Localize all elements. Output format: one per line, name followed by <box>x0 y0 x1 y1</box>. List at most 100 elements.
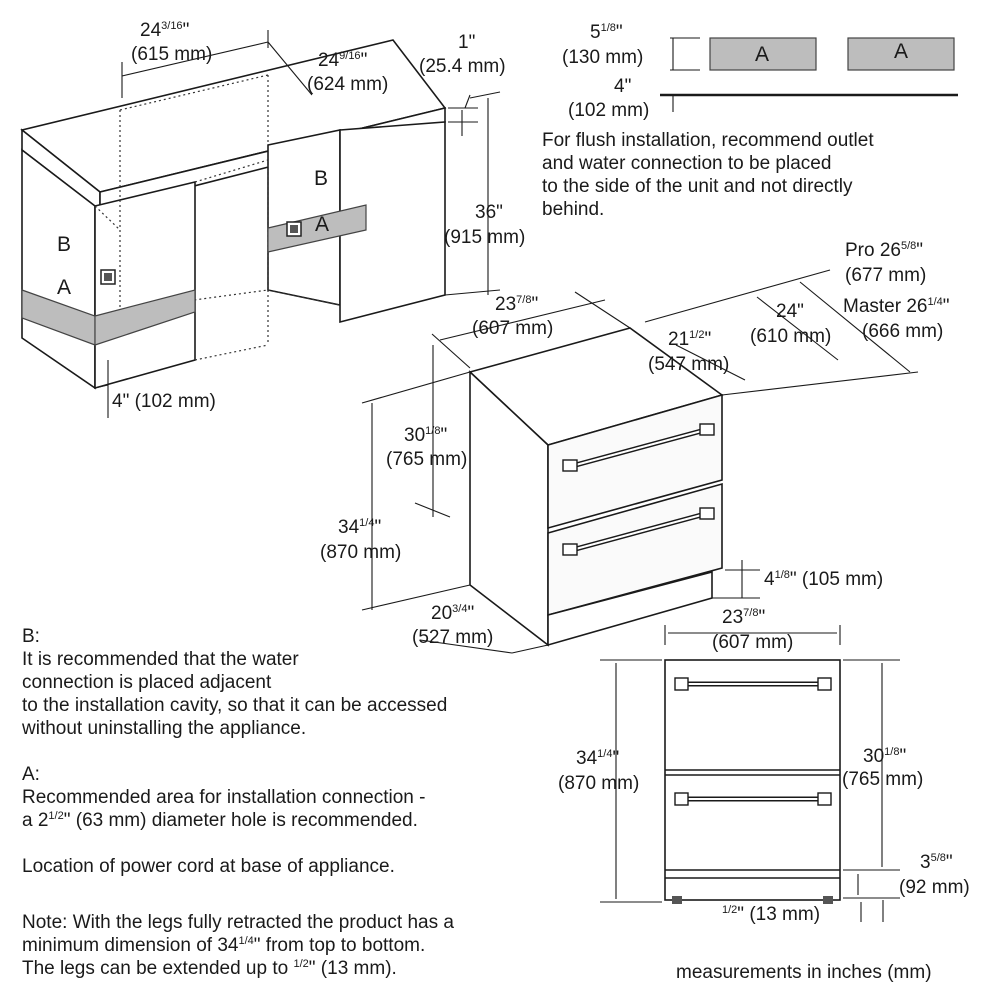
front-view-dimensions: 237/8" (607 mm) 341/4" (870 mm) 301/8" (… <box>558 607 970 925</box>
master-depth-mm: (666 mm) <box>862 321 943 342</box>
a-height-in: 5 <box>590 22 601 43</box>
note-a-line2-frac: 1/2 <box>48 810 63 822</box>
svg-text:The legs can be extended up to: The legs can be extended up to 1/2" (13 … <box>22 958 397 979</box>
label-a-right: A <box>315 213 329 236</box>
svg-text:Pro 265/8": Pro 265/8" <box>845 240 923 261</box>
iso-side-mm: (527 mm) <box>412 627 493 648</box>
notes: B: It is recommended that the water conn… <box>21 626 932 983</box>
cavity-height-mm: (915 mm) <box>444 227 525 248</box>
a-height-mm: (130 mm) <box>562 47 643 68</box>
flush-note-line: behind. <box>542 199 604 220</box>
svg-text:237/8": 237/8" <box>495 294 538 315</box>
label-a-left: A <box>57 276 71 299</box>
svg-text:Master 261/4": Master 261/4" <box>843 296 950 317</box>
note-legs-line2-pre: minimum dimension of 34 <box>22 935 239 956</box>
area-a-box-label: A <box>755 43 769 66</box>
iso-depth1-in: 21 <box>668 329 689 350</box>
pro-depth-label: Pro 26 <box>845 240 901 261</box>
iso-side-in: 20 <box>431 603 452 624</box>
iso-depth2-in: 24" <box>776 301 804 322</box>
svg-text:341/4": 341/4" <box>338 517 381 538</box>
area-a-box-label: A <box>894 40 908 63</box>
area-a-box <box>709 37 817 71</box>
appliance-isometric-drawing <box>361 269 919 654</box>
pro-depth-mm: (677 mm) <box>845 265 926 286</box>
front-upper-in: 30 <box>863 746 884 767</box>
cavity-width-frac: 3/16 <box>161 20 182 32</box>
cavity-dimensions: 243/16" (615 mm) 249/16" (624 mm) 1" (25… <box>112 20 525 412</box>
svg-text:301/8": 301/8" <box>863 746 906 767</box>
iso-depth1-frac: 1/2 <box>689 329 704 341</box>
top-thickness-mm: (25.4 mm) <box>419 56 506 77</box>
floor-in: 4" <box>614 76 631 97</box>
label-b-left: B <box>57 233 71 256</box>
iso-h1-mm: (765 mm) <box>386 449 467 470</box>
iso-h2-frac: 1/4 <box>359 517 374 529</box>
note-a-line: Recommended area for installation connec… <box>22 787 425 808</box>
area-a-strip-right <box>267 204 367 253</box>
svg-text:203/4": 203/4" <box>431 603 474 624</box>
kick-in: 4" <box>112 391 129 412</box>
iso-base-in: 4 <box>764 569 775 590</box>
label-b-right: B <box>314 167 328 190</box>
svg-text:341/4": 341/4" <box>576 748 619 769</box>
note-b-line: It is recommended that the water <box>22 649 299 670</box>
front-width-frac: 7/8 <box>743 607 758 619</box>
front-width-in: 23 <box>722 607 743 628</box>
front-total-frac: 1/4 <box>597 748 612 760</box>
flush-note-line: to the side of the unit and not directly <box>542 176 853 197</box>
svg-text:4" (102 mm): 4" (102 mm) <box>112 391 216 412</box>
iso-h2-in: 34 <box>338 517 360 538</box>
front-upper-mm: (765 mm) <box>842 769 923 790</box>
area-a-box <box>847 37 955 71</box>
outlet-icon <box>100 269 116 285</box>
appliance-front-view <box>600 625 900 922</box>
note-legs-line3-frac: 1/2 <box>293 958 308 970</box>
svg-text:minimum dimension of 341/4" fr: minimum dimension of 341/4" from top to … <box>22 935 425 956</box>
front-base-mm: (92 mm) <box>899 877 970 898</box>
kick-mm: (102 mm) <box>135 391 216 412</box>
cavity-width2-in: 24 <box>318 50 340 71</box>
iso-side-frac: 3/4 <box>452 603 467 615</box>
iso-width-in: 23 <box>495 294 516 315</box>
svg-text:a 21/2" (63 mm) diameter hole: a 21/2" (63 mm) diameter hole is recomme… <box>22 810 418 831</box>
note-b-line: without uninstalling the appliance. <box>21 718 306 739</box>
top-thickness-in: 1" <box>458 32 475 53</box>
iso-depth2-mm: (610 mm) <box>750 326 831 347</box>
iso-base-frac: 1/8 <box>775 569 790 581</box>
note-legs-line3-pre: The legs can be extended up to <box>22 958 293 979</box>
note-a-title: A: <box>22 764 40 785</box>
svg-text:51/8": 51/8" <box>590 22 623 43</box>
cavity-height-in: 36" <box>475 202 503 223</box>
note-legs-line3-post: " (13 mm). <box>309 958 397 979</box>
flush-note-line: and water connection to be placed <box>542 153 831 174</box>
cavity-width2-mm: (624 mm) <box>307 74 388 95</box>
svg-text:243/16": 243/16" <box>140 20 189 41</box>
svg-text:301/8": 301/8" <box>404 425 447 446</box>
leg-mm: " (13 mm) <box>737 904 820 925</box>
note-power-cord: Location of power cord at base of applia… <box>22 856 395 877</box>
flush-note-line: For flush installation, recommend outlet <box>542 130 874 151</box>
svg-text:211/2": 211/2" <box>668 329 711 350</box>
svg-text:249/16": 249/16" <box>318 50 367 71</box>
iso-width-mm: (607 mm) <box>472 318 553 339</box>
iso-h2-mm: (870 mm) <box>320 542 401 563</box>
note-legs-line1: Note: With the legs fully retracted the … <box>22 912 454 933</box>
iso-base-mm: (105 mm) <box>802 569 883 590</box>
note-b-line: connection is placed adjacent <box>22 672 272 693</box>
front-total-in: 34 <box>576 748 598 769</box>
note-legs-line2-frac: 1/4 <box>238 935 253 947</box>
a-height-frac: 1/8 <box>601 22 616 34</box>
master-depth-frac: 1/4 <box>927 296 942 308</box>
units-note: measurements in inches (mm) <box>676 962 932 983</box>
appliance-dimensions: 237/8" (607 mm) 211/2" (547 mm) 24" (610… <box>320 240 950 648</box>
front-width-mm: (607 mm) <box>712 632 793 653</box>
cavity-width2-frac: 9/16 <box>339 50 360 62</box>
note-a-line2-post: " (63 mm) diameter hole is recommended. <box>64 810 418 831</box>
cavity-width-mm: (615 mm) <box>131 44 212 65</box>
flush-installation-detail: A A 51/8" (130 mm) 4" (102 mm) For flush… <box>542 22 958 220</box>
iso-h1-in: 30 <box>404 425 425 446</box>
outlet-icon <box>286 221 302 237</box>
svg-text:1/2" (13 mm): 1/2" (13 mm) <box>722 904 820 925</box>
